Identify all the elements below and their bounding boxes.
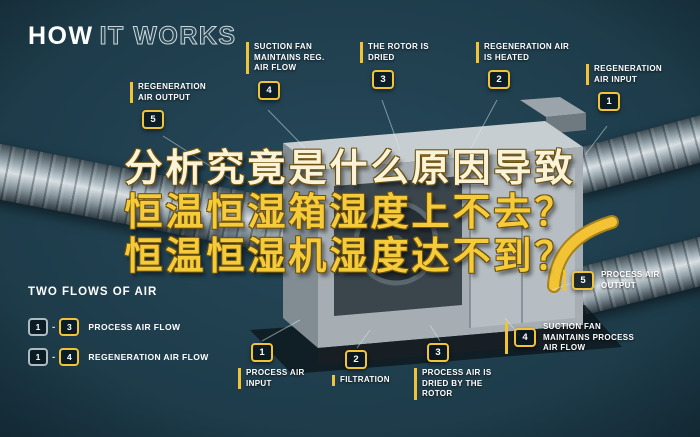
badge-number: 4	[522, 332, 528, 344]
callout-label: FILTRATION	[332, 375, 390, 386]
badge-number: 3	[66, 322, 72, 332]
badge-number: 4	[66, 352, 72, 362]
headline-line-3: 恒温恒湿机湿度达不到？	[124, 234, 576, 278]
badge-number: 1	[606, 96, 612, 108]
callout-process-air-dried-by-rotor: 3 PROCESS AIR IS DRIED BY THE ROTOR	[414, 343, 514, 400]
callout-number-badge: 3	[372, 70, 394, 90]
callout-label: REGENERATION AIR INPUT	[586, 64, 670, 86]
callout-label: REGENERATION AIR IS HEATED	[476, 42, 572, 64]
callout-number-badge: 5	[142, 110, 164, 130]
callout-suction-fan-process-air-flow: 4 SUCTION FAN MAINTAINS PROCESS AIR FLOW	[505, 322, 649, 354]
callout-number-badge: 4	[258, 80, 280, 100]
callout-rotor-is-dried: THE ROTOR IS DRIED 3	[360, 42, 436, 90]
chinese-headline: 分析究竟是什么原因导致 恒温恒湿箱湿度上不去？ 恒温恒湿机湿度达不到？	[0, 146, 700, 278]
badge-number: 3	[380, 74, 386, 86]
badge-number: 1	[259, 347, 265, 358]
callout-regeneration-air-heated: REGENERATION AIR IS HEATED 2	[476, 42, 572, 90]
title-word-it-works: IT WORKS	[99, 22, 237, 51]
callout-number-badge: 2	[488, 70, 510, 90]
legend-start-badge: 1	[28, 318, 48, 336]
callout-regeneration-air-input: REGENERATION AIR INPUT 1	[586, 64, 670, 112]
legend-process-air-flow: 1 - 3 PROCESS AIR FLOW	[28, 318, 180, 336]
callout-label: SUCTION FAN MAINTAINS REG. AIR FLOW	[246, 42, 340, 74]
legend-end-badge: 3	[59, 318, 80, 336]
legend-title: TWO FLOWS OF AIR	[28, 286, 158, 298]
badge-number: 2	[353, 354, 359, 365]
title-word-how: HOW	[28, 22, 94, 50]
legend-label: PROCESS AIR FLOW	[88, 322, 181, 332]
badge-number: 5	[150, 114, 156, 126]
callout-label: SUCTION FAN MAINTAINS PROCESS AIR FLOW	[543, 322, 635, 353]
badge-number: 4	[266, 84, 272, 96]
headline-line-1: 分析究竟是什么原因导致	[124, 146, 576, 190]
callout-number-badge: 4	[514, 328, 536, 348]
legend-regeneration-air-flow: 1 - 4 REGENERATION AIR FLOW	[28, 348, 209, 366]
legend-range-dash: -	[52, 321, 56, 333]
badge-number: 1	[35, 322, 41, 332]
callout-label: PROCESS AIR IS DRIED BY THE ROTOR	[414, 368, 514, 400]
legend-label: REGENERATION AIR FLOW	[88, 352, 209, 362]
callout-filtration: 2 FILTRATION	[332, 350, 404, 386]
callout-suction-fan-reg-air-flow: SUCTION FAN MAINTAINS REG. AIR FLOW 4	[246, 42, 340, 100]
legend-range-dash: -	[52, 351, 56, 363]
callout-process-air-input: 1 PROCESS AIR INPUT	[238, 343, 318, 390]
callout-label: THE ROTOR IS DRIED	[360, 42, 436, 64]
callout-regeneration-air-output: REGENERATION AIR OUTPUT 5	[130, 82, 222, 130]
callout-number-badge: 3	[427, 343, 449, 362]
callout-number-badge: 1	[598, 92, 620, 112]
callout-label: REGENERATION AIR OUTPUT	[130, 82, 222, 104]
badge-number: 2	[496, 74, 502, 86]
badge-number: 3	[435, 347, 441, 358]
badge-number: 1	[35, 352, 41, 362]
legend-end-badge: 4	[59, 348, 80, 366]
callout-number-badge: 1	[251, 343, 273, 362]
headline-line-2: 恒温恒湿箱湿度上不去？	[124, 190, 576, 234]
callout-label: PROCESS AIR INPUT	[238, 368, 318, 390]
callout-number-badge: 2	[345, 350, 367, 369]
legend-start-badge: 1	[28, 348, 48, 366]
